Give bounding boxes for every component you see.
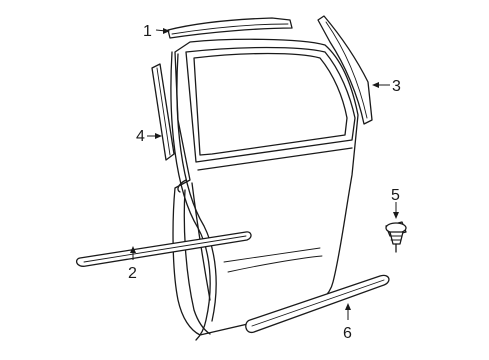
callout-5: 5	[391, 187, 400, 204]
callout-3: 3	[392, 78, 401, 95]
leader-lines	[130, 28, 399, 320]
callout-4: 4	[136, 128, 145, 145]
callout-labels: 1 2 3 4 5 6	[128, 23, 401, 342]
callout-2: 2	[128, 265, 137, 282]
callout-1: 1	[143, 23, 152, 40]
part-6-lower-moulding	[245, 274, 390, 334]
part-4-front-applique	[151, 63, 175, 161]
part-2-side-moulding	[75, 231, 252, 267]
callout-6: 6	[343, 325, 352, 342]
part-1-upper-moulding	[167, 17, 293, 39]
part-5-clip	[385, 221, 407, 253]
part-3-pillar-applique	[317, 15, 373, 125]
